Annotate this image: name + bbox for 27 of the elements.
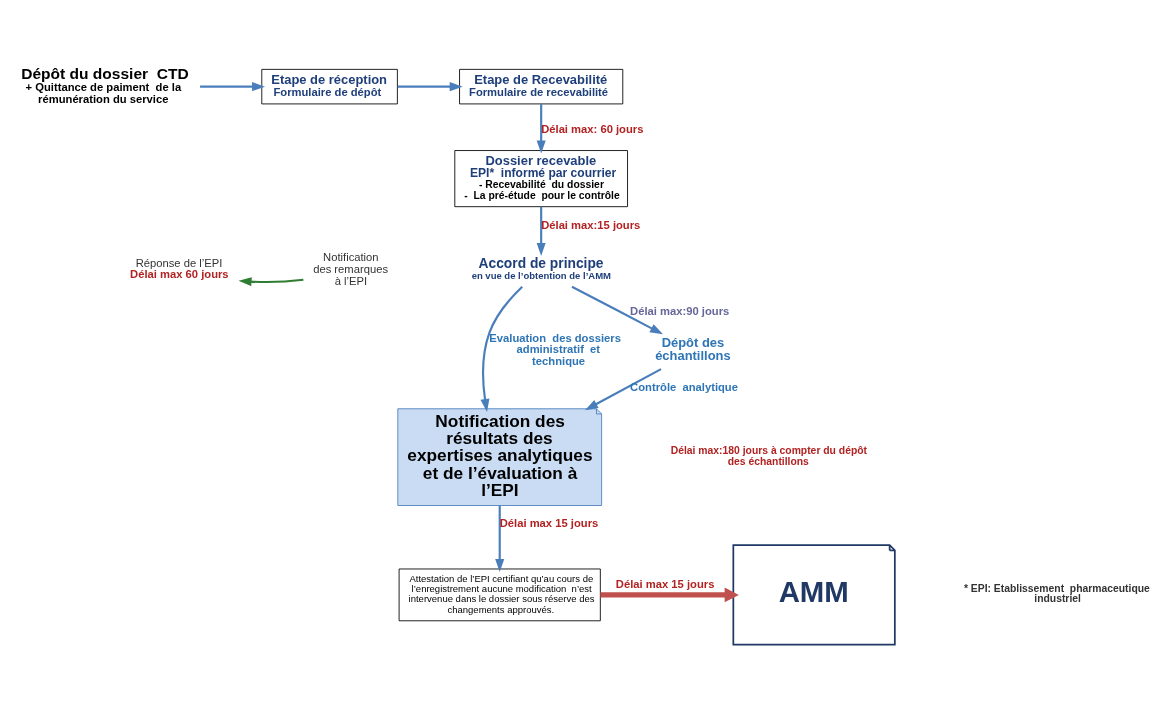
edge-label: Délai max:15 jours xyxy=(541,218,641,231)
edge-label: Délai max 15 jours xyxy=(615,577,715,590)
node-text: Notification des remarques à l’EPI xyxy=(313,250,389,287)
node-text: Réponse de l’EPI Délai max 60 jours xyxy=(130,256,229,280)
arrow xyxy=(238,276,304,286)
arrow xyxy=(585,367,662,410)
arrow xyxy=(397,81,463,91)
node-text: Accord de principe en vue de l’obtention de l’AMM xyxy=(471,254,611,281)
arrow xyxy=(536,206,546,256)
edge-label: Délai max: 60 jours xyxy=(541,122,644,135)
node-box: Etape de Recevabilité Formulaire de recevabilité xyxy=(459,68,624,104)
node-text: Dépôt du dossier CTD + Quittance de paiment de la rémunération du service xyxy=(21,64,189,105)
node-box: Dossier recevable EPI* informé par courrier - Recevabilité du dossier - La pré-étude pour le contrôle xyxy=(454,149,628,207)
edge-label: Evaluation des dossiers administratif et technique xyxy=(489,331,621,367)
node-text: Dépôt des échantillons xyxy=(655,334,731,363)
arrow xyxy=(200,81,266,91)
arrow xyxy=(600,586,739,602)
edge-label: Délai max:90 jours xyxy=(630,304,730,317)
node-box: Attestation de l’EPI certifiant qu’au cours de l’enregistrement aucune modification n’est intervenue dans le dossier sous réserve des changements approuvés. xyxy=(398,568,601,621)
edge-label: Contrôle analytique xyxy=(630,380,738,393)
arrow xyxy=(480,285,523,412)
arrow xyxy=(536,103,546,154)
node-box: Etape de réception Formulaire de dépôt xyxy=(261,68,398,104)
label: * EPI: Etablissement pharmaceutique industriel xyxy=(963,582,1150,604)
label: Délai max:180 jours à compter du dépôt des échantillons xyxy=(670,444,868,467)
arrow xyxy=(571,285,663,334)
arrow xyxy=(495,505,505,572)
